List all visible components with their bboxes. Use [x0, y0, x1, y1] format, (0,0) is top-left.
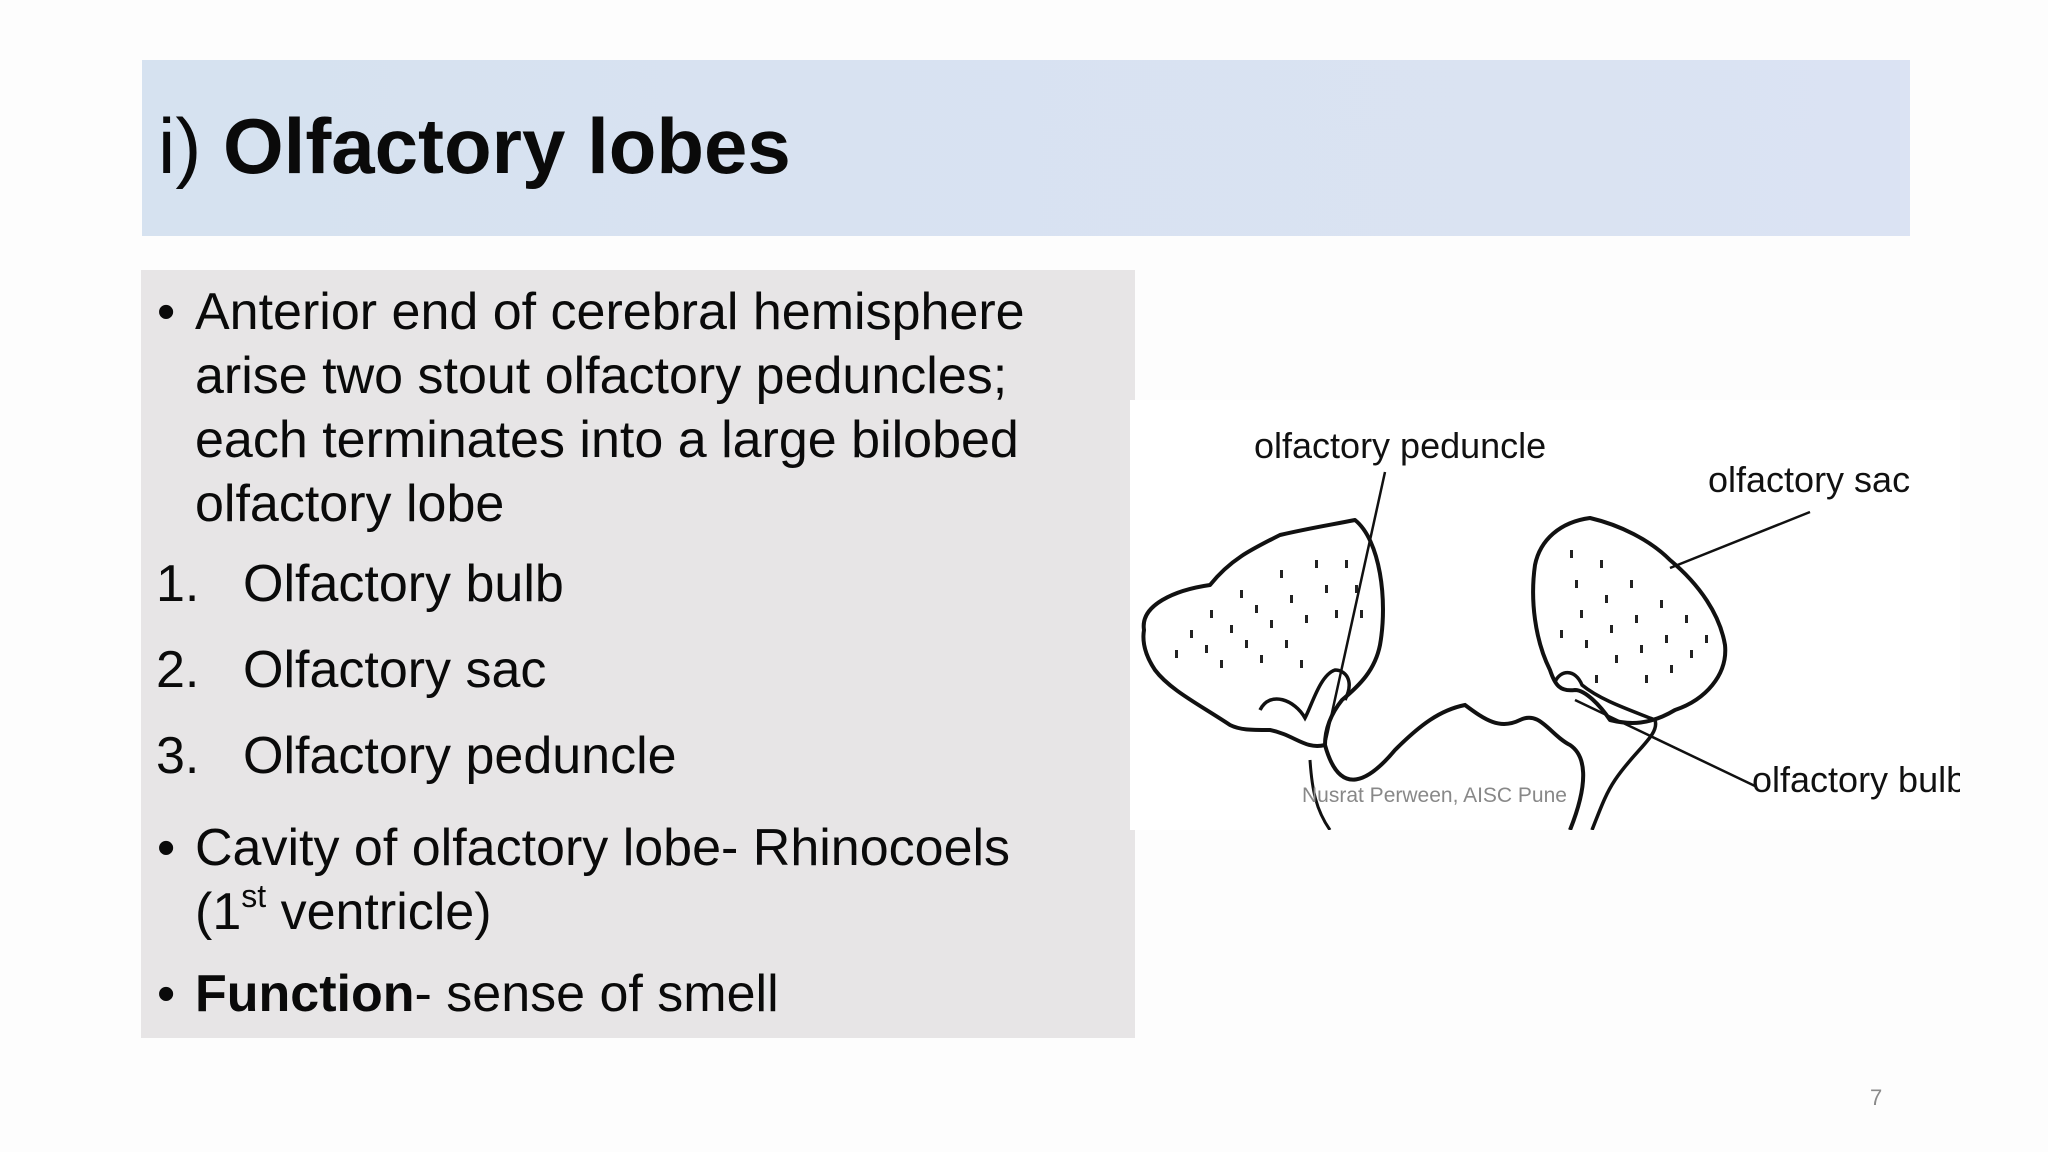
bullet-text: Anterior end of cerebral hemisphere aris…	[195, 280, 1115, 536]
list-text: Olfactory peduncle	[243, 727, 677, 785]
right-lobe-outline	[1531, 516, 1728, 725]
superscript: st	[241, 878, 267, 914]
bullet-line: Anterior end of cerebral hemisphere	[195, 283, 1025, 341]
bullet-line: (1st ventricle)	[195, 880, 1115, 944]
olfactory-lobe-diagram: olfactory peduncle olfactory sac olfacto…	[1130, 400, 1960, 830]
right-bulb-curve	[1553, 670, 1658, 830]
bullet-mark: •	[157, 283, 176, 341]
title-main: Olfactory lobes	[222, 102, 791, 190]
numbered-item: 3. Olfactory peduncle	[141, 724, 1121, 788]
function-label: Function	[195, 965, 415, 1023]
bullet-text: Function- sense of smell	[195, 962, 1115, 1026]
watermark: Nusrat Perween, AISC Pune	[1302, 784, 1567, 807]
list-number: 1.	[156, 555, 200, 613]
bulb-pointer	[1574, 698, 1756, 788]
list-text: Olfactory bulb	[243, 555, 564, 613]
title-prefix: i)	[158, 102, 202, 190]
sac-pointer	[1669, 510, 1811, 570]
bullet-line: arise two stout olfactory peduncles;	[195, 347, 1008, 405]
bullet-line: each terminates into a large bilobed	[195, 411, 1019, 469]
left-lobe-outline	[1141, 518, 1385, 748]
bullet-line: olfactory lobe	[195, 475, 505, 533]
numbered-item: 1. Olfactory bulb	[141, 552, 1121, 616]
function-text: - sense of smell	[414, 965, 779, 1023]
cavity-line2-a: (1	[195, 883, 242, 941]
title-bar: i) Olfactory lobes	[142, 60, 1910, 236]
bullet-item: • Anterior end of cerebral hemisphere ar…	[141, 280, 1121, 536]
list-number: 3.	[156, 727, 200, 785]
page-number: 7	[1870, 1085, 1883, 1110]
content-box: • Anterior end of cerebral hemisphere ar…	[141, 270, 1135, 1038]
left-stem	[1308, 759, 1332, 830]
left-bulb-curve	[1258, 668, 1351, 722]
slide-title: i) Olfactory lobes	[158, 98, 791, 194]
bullet-line: Cavity of olfactory lobe- Rhinocoels	[195, 819, 1011, 877]
bullet-mark: •	[157, 819, 176, 877]
label-olfactory-sac: olfactory sac	[1708, 459, 1910, 500]
cavity-line2-b: ventricle)	[266, 883, 492, 941]
peduncle-pointer	[1324, 471, 1387, 741]
connecting-curve	[1323, 702, 1586, 830]
bullet-mark: •	[157, 965, 176, 1023]
bullet-text: Cavity of olfactory lobe- Rhinocoels (1s…	[195, 816, 1115, 944]
label-olfactory-peduncle: olfactory peduncle	[1254, 425, 1546, 466]
list-text: Olfactory sac	[243, 641, 547, 699]
label-olfactory-bulb: olfactory bulb	[1752, 759, 1960, 800]
numbered-item: 2. Olfactory sac	[141, 638, 1121, 702]
left-lobe-texture	[1175, 560, 1363, 668]
right-lobe-texture	[1560, 550, 1708, 683]
list-number: 2.	[156, 641, 200, 699]
bullet-item: • Function- sense of smell	[141, 962, 1121, 1026]
bullet-item: • Cavity of olfactory lobe- Rhinocoels (…	[141, 816, 1121, 944]
